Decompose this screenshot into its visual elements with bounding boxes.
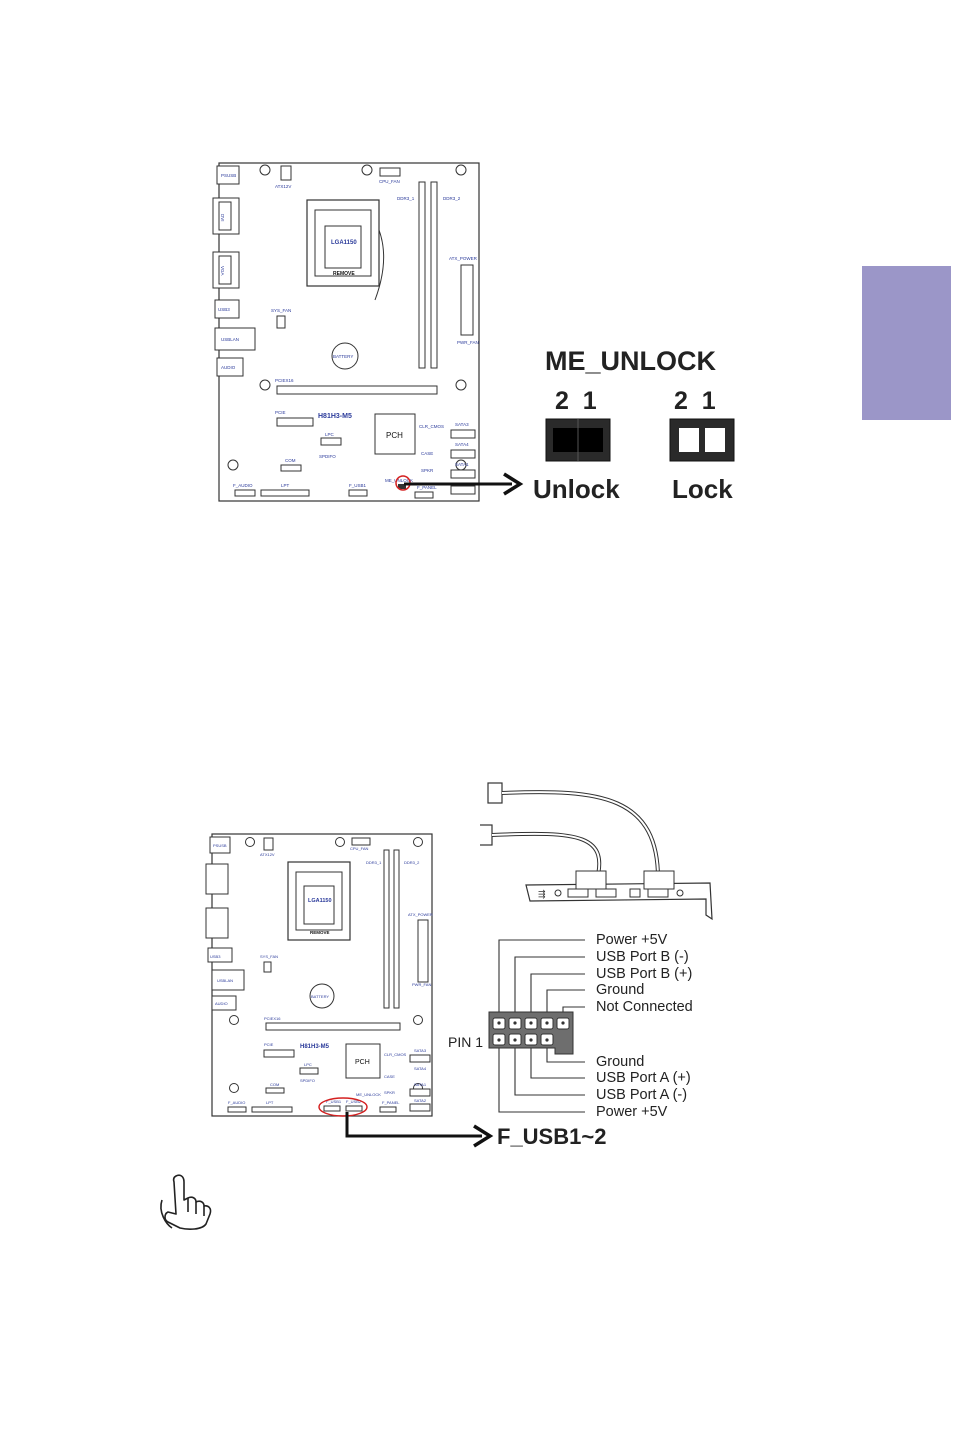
label2-usblan: USBLAN <box>217 978 233 983</box>
label2-sata1: SATA1 <box>414 1082 427 1087</box>
pin-label-bottom-4: Power +5V <box>596 1104 668 1120</box>
label-com: COM <box>285 458 296 463</box>
label-spkr: SPKR <box>421 468 434 473</box>
label2-atx-power: ATX_POWER <box>408 912 433 917</box>
label2-socket: LGA1150 <box>308 898 332 904</box>
pin-label-top-1: Power +5V <box>596 932 668 948</box>
label2-sata4: SATA4 <box>414 1066 427 1071</box>
label-sys-fan: SYS_FAN <box>271 308 291 313</box>
label-clr-cmos: CLR_CMOS <box>419 424 444 429</box>
label-vga: VGA <box>220 266 225 276</box>
label2-lpc: LPC <box>304 1062 312 1067</box>
label-case: CASE <box>421 451 433 456</box>
label2-sata3: SATA3 <box>414 1048 427 1053</box>
label-ddr3-2: DDR3_2 <box>443 196 461 201</box>
label-battery: BATTERY <box>333 354 353 359</box>
pointer-arrow-2 <box>345 1112 494 1148</box>
pin-label-bottom-2: USB Port A (+) <box>596 1070 691 1086</box>
unlock-jumper-icon <box>545 418 611 462</box>
label2-usb3: USB3 <box>210 954 221 959</box>
usb-bracket-cable-icon: ⇶ <box>480 782 713 921</box>
label2-pch: PCH <box>355 1059 370 1066</box>
label2-battery: BATTERY <box>311 994 329 999</box>
label-ddr3-1: DDR3_1 <box>397 196 415 201</box>
label2-f-panel: F_PANEL <box>382 1100 400 1105</box>
pin1-label: PIN 1 <box>448 1034 484 1050</box>
label2-lpt: LPT <box>266 1100 274 1105</box>
label2-f-audio: F_AUDIO <box>228 1100 245 1105</box>
label-spdifo: SPDIFO <box>319 454 336 459</box>
label2-atx12v: ATX12V <box>260 852 275 857</box>
pin-label-bottom-1: Ground <box>596 1054 645 1070</box>
label-sata3: SATA3 <box>455 422 469 427</box>
label2-spdifo: SPDIFO <box>300 1078 315 1083</box>
label-cpu-fan: CPU_FAN <box>379 179 400 184</box>
unlock-pin-numbers: 2 1 <box>555 387 597 415</box>
f-usb-highlight <box>318 1097 368 1117</box>
label2-ddr3-1: DDR3_1 <box>366 860 382 865</box>
label2-sys-fan: SYS_FAN <box>260 954 278 959</box>
label-socket: LGA1150 <box>331 240 357 246</box>
label-pch: PCH <box>386 431 403 440</box>
label-f-audio: F_AUDIO <box>233 483 253 488</box>
label-atx-power: ATX_POWER <box>449 256 478 261</box>
pointing-hand-icon <box>160 1174 212 1230</box>
chapter-side-tab <box>862 266 951 420</box>
label2-model: H81H3-M5 <box>300 1044 330 1050</box>
label2-com: COM <box>270 1082 279 1087</box>
f-usb-pin-header <box>488 939 585 1113</box>
pin-label-bottom-3: USB Port A (-) <box>596 1087 688 1103</box>
label2-clr-cmos: CLR_CMOS <box>384 1052 407 1057</box>
label-audio: AUDIO <box>221 365 236 370</box>
label2-case: CASE <box>384 1074 395 1079</box>
me-unlock-title: ME_UNLOCK <box>545 346 717 376</box>
label-me-unlock-small: ME_UNLOCK <box>385 478 413 483</box>
label-pciex16: PCIEX16 <box>275 378 294 383</box>
label-atx12v: ATX12V <box>275 184 291 189</box>
label2-sata2: SATA2 <box>414 1098 427 1103</box>
pin-label-top-4: Ground <box>596 982 645 998</box>
pin-label-top-2: USB Port B (-) <box>596 949 689 965</box>
label-lpc: LPC <box>325 432 335 437</box>
label-dvi: DVI <box>220 214 225 222</box>
label-remove: REMOVE <box>333 271 355 277</box>
label2-pwr-fan: PWR_FAN <box>412 982 431 987</box>
label-sata1: SATA1 <box>455 462 469 467</box>
label2-pcie: PCIE <box>264 1042 274 1047</box>
usb-symbol-icon: ⇶ <box>538 889 546 899</box>
label2-f-usb2: F_USB2 <box>346 1099 362 1104</box>
f-usb-title: F_USB1~2 <box>497 1124 607 1149</box>
motherboard-diagram-2: PSUSB USB3 USBLAN AUDIO ATX12V CPU_FAN L… <box>205 833 433 1117</box>
motherboard-diagram-1: PSUSB DVI VGA USB3 USBLAN AUDIO ATX12V C… <box>212 162 480 502</box>
label-pcie: PCIE <box>275 410 286 415</box>
label-usblan: USBLAN <box>221 337 239 342</box>
label-ps2usb: PSUSB <box>221 173 236 178</box>
label-lpt: LPT <box>281 483 290 488</box>
label-sata4: SATA4 <box>455 442 469 447</box>
label-usb3: USB3 <box>218 307 230 312</box>
label2-cpu-fan: CPU_FAN <box>350 846 369 851</box>
label2-audio: AUDIO <box>215 1001 228 1006</box>
pin-label-top-5: Not Connected <box>596 999 693 1015</box>
pointer-arrow-1 <box>404 472 524 496</box>
label-f-usb1: F_USB1 <box>349 483 367 488</box>
label2-me-unlock: ME_UNLOCK <box>356 1092 381 1097</box>
label-f-panel: F_PANEL <box>417 485 437 490</box>
label2-remove: REMOVE <box>310 930 330 935</box>
pin-label-top-3: USB Port B (+) <box>596 966 693 982</box>
label2-spkr: SPKR <box>384 1090 395 1095</box>
label-model: H81H3-M5 <box>318 413 352 420</box>
label-pwr-fan: PWR_FAN <box>457 340 479 345</box>
label2-ps2usb: PSUSB <box>213 843 227 848</box>
lock-caption: Lock <box>672 474 733 504</box>
lock-pin-numbers: 2 1 <box>674 387 716 415</box>
unlock-caption: Unlock <box>533 474 620 504</box>
label2-f-usb1: F_USB1 <box>326 1099 342 1104</box>
lock-jumper-icon <box>669 418 735 462</box>
label2-ddr3-2: DDR3_2 <box>404 860 420 865</box>
label2-pciex16: PCIEX16 <box>264 1016 281 1021</box>
